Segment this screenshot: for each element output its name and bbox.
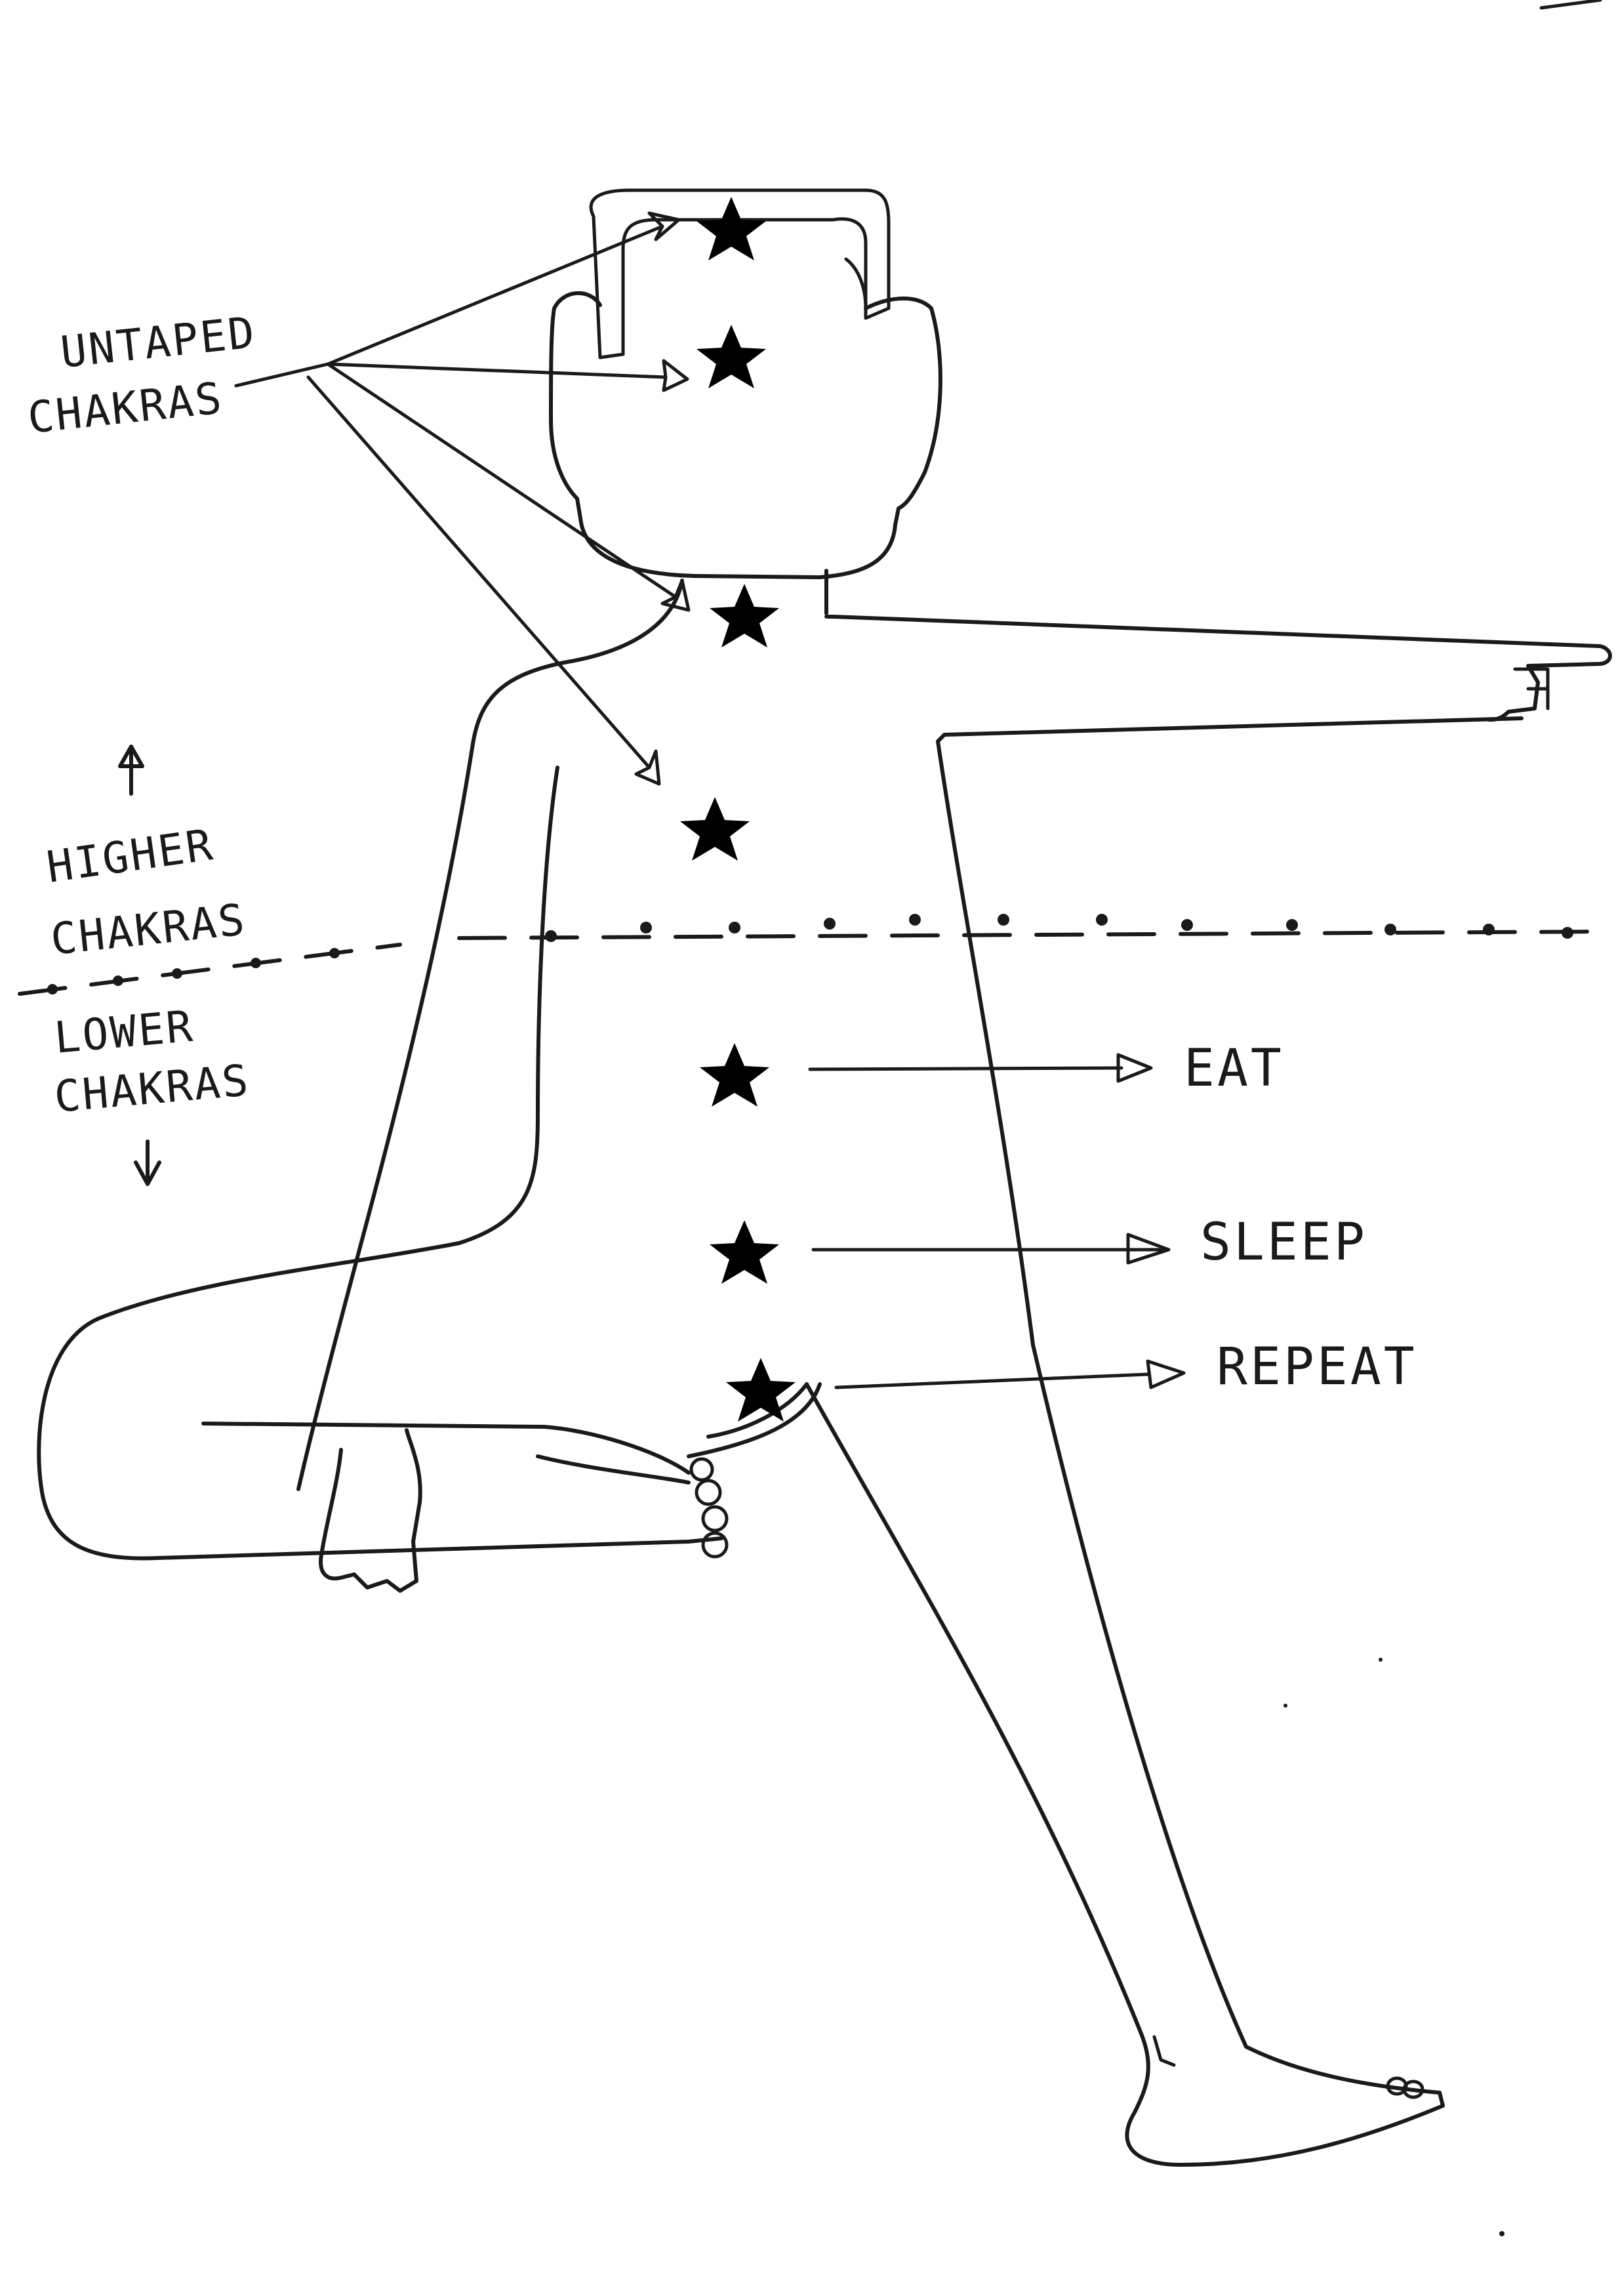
- repeat-label: REPEAT: [1217, 1338, 1417, 1397]
- heart-chakra-star-icon: [680, 797, 750, 861]
- lower-chakras-down-arrow-icon: [134, 1139, 161, 1186]
- figure-outline: [37, 569, 1612, 2167]
- solar-plexus-chakra-star-icon: [700, 1043, 769, 1107]
- sleep-label: SLEEP: [1200, 1213, 1367, 1272]
- eat-label: EAT: [1184, 1039, 1284, 1098]
- higher-chakras-up-arrow-icon: [118, 745, 144, 796]
- repeat-arrow: [834, 1359, 1186, 1389]
- sleep-arrow: [811, 1233, 1171, 1265]
- head: [549, 188, 942, 579]
- lower-label-line1: LOWER: [52, 1001, 197, 1063]
- chakra-stars: [680, 197, 796, 1422]
- lower-label-line2: CHAKRAS: [52, 1055, 253, 1122]
- higher-label-line2: CHAKRAS: [49, 894, 249, 965]
- throat-chakra-star-icon: [710, 584, 779, 647]
- untaped-label-line2: CHAKRAS: [26, 373, 226, 443]
- chakra-divider-line: [18, 914, 1609, 996]
- higher-label-line1: HIGHER: [44, 819, 218, 893]
- third-eye-chakra-star-icon: [697, 325, 766, 388]
- root-chakra-star-icon: [726, 1358, 796, 1422]
- untaped-arrows: [234, 211, 691, 786]
- eat-arrow: [808, 1053, 1153, 1083]
- crown-chakra-star-icon: [697, 197, 766, 260]
- paper-marks: [1283, 0, 1602, 2236]
- sacral-chakra-star-icon: [710, 1220, 779, 1284]
- untaped-label-line1: UNTAPED: [58, 307, 259, 378]
